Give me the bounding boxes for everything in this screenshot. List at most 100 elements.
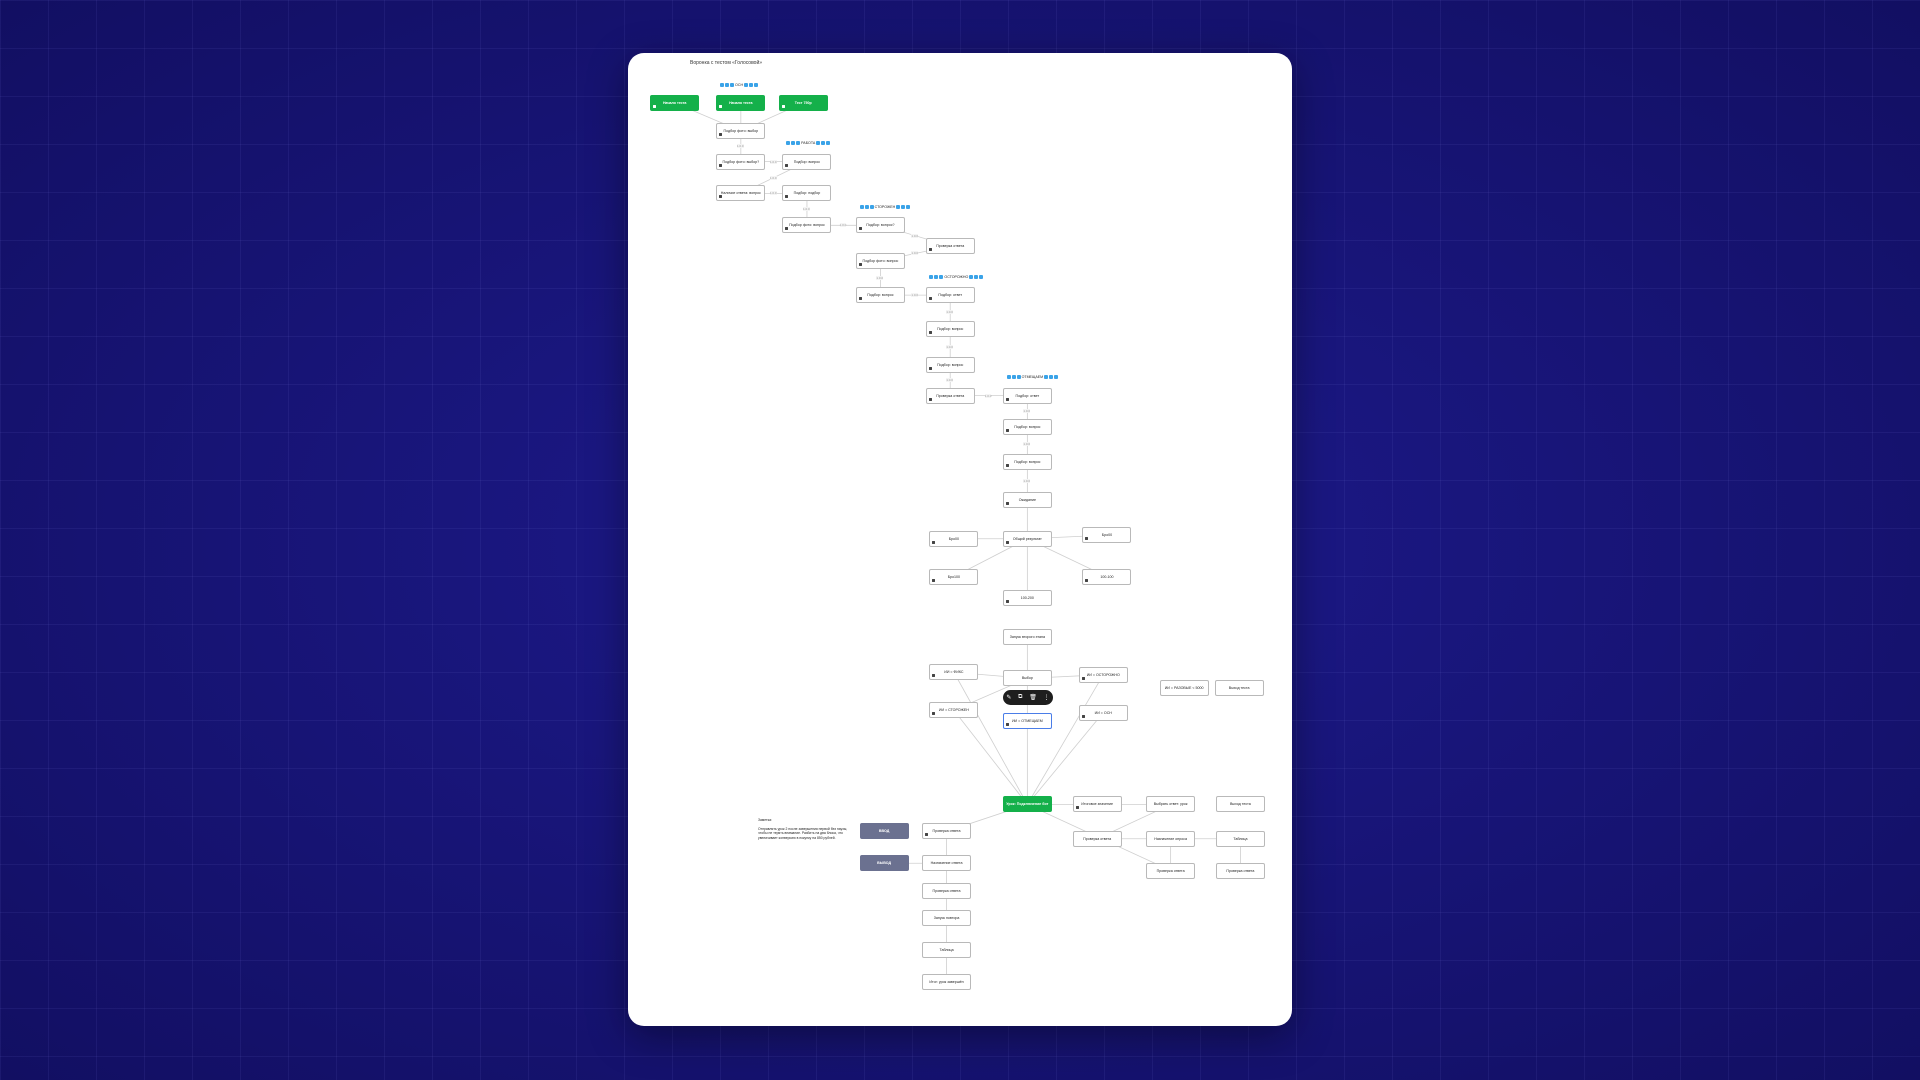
flow-node[interactable]: Подбор фото: выбор <box>716 123 766 140</box>
flow-node[interactable]: Подбор: ответ <box>925 287 975 304</box>
flow-node[interactable]: Подбор: ответ <box>1002 387 1052 404</box>
flow-node[interactable]: ИИ = ФИКС <box>929 664 979 681</box>
edit-icon[interactable]: ✎ <box>1006 695 1012 701</box>
flow-node[interactable]: ИИ = ОСТОРОЖНО <box>1078 666 1128 683</box>
flow-node[interactable]: Запуск второго этапа <box>1002 628 1052 645</box>
node-settings-icon[interactable] <box>932 674 936 678</box>
flow-node[interactable]: Наличие ответа: вопрос <box>716 185 766 202</box>
node-label: Выход теста <box>1228 686 1250 691</box>
flow-node[interactable]: Запуск повтора <box>922 910 972 927</box>
flow-node[interactable]: 100-200 <box>1002 589 1052 606</box>
flow-node[interactable]: 100-100 <box>1082 568 1132 585</box>
node-settings-icon[interactable] <box>1005 599 1009 603</box>
flow-node[interactable]: Подбор фото: выбор? <box>716 153 766 170</box>
node-settings-icon[interactable] <box>928 248 932 252</box>
node-tag[interactable]: РАБОТА <box>786 141 831 146</box>
flow-node[interactable]: Бро00 <box>1082 527 1132 544</box>
node-settings-icon[interactable] <box>785 163 789 167</box>
node-label: Урок: Подключение бот <box>1006 802 1049 807</box>
flow-node[interactable]: Таблица <box>922 942 972 959</box>
flow-node[interactable]: Итоговое значение <box>1072 796 1122 813</box>
flow-node[interactable]: Проверка ответа <box>925 238 975 255</box>
node-tag[interactable]: ОТМЕЩАЕМ <box>1006 375 1059 380</box>
node-settings-icon[interactable] <box>858 262 862 266</box>
node-settings-icon[interactable] <box>858 227 862 231</box>
flow-node[interactable]: Проверка ответа <box>922 883 972 900</box>
flow-node[interactable]: ИИ = РАЗОВЫЕ < 5000 <box>1159 680 1209 697</box>
flow-node[interactable]: Бро100 <box>929 568 979 585</box>
flow-node[interactable]: Подбор: подбор <box>782 185 832 202</box>
flow-node[interactable]: Выход теста <box>1214 680 1264 697</box>
more-icon[interactable]: ⋮ <box>1043 695 1050 701</box>
node-settings-icon[interactable] <box>858 297 862 301</box>
edge-label: 1.0.0 <box>802 207 810 212</box>
node-settings-icon[interactable] <box>719 195 723 199</box>
flow-node[interactable]: Подбор: вопрос <box>1002 419 1052 436</box>
flow-node[interactable]: ИИ = ОСН <box>1078 704 1128 721</box>
flow-node[interactable]: Подбор фото: вопрос <box>855 252 905 269</box>
flow-node[interactable]: Назначение ответа <box>922 855 972 872</box>
flow-node[interactable]: Проверка ответа <box>1146 862 1196 879</box>
flow-node[interactable]: Подбор: вопрос <box>925 321 975 338</box>
node-settings-icon[interactable] <box>1081 676 1085 680</box>
node-settings-icon[interactable] <box>781 104 785 108</box>
flow-node[interactable]: Ожидание <box>1002 491 1052 508</box>
node-tag[interactable]: ОСН <box>720 82 759 87</box>
flow-node[interactable]: Итог: урок завершён <box>922 974 972 991</box>
node-settings-icon[interactable] <box>925 833 929 837</box>
flow-node[interactable]: Таблица <box>1215 830 1265 847</box>
flow-node[interactable]: Начало теста <box>716 94 766 111</box>
node-settings-icon[interactable] <box>1085 578 1089 582</box>
node-settings-icon[interactable] <box>932 712 936 716</box>
node-settings-icon[interactable] <box>1005 723 1009 727</box>
node-tag[interactable]: ОСТОРОЖНО <box>929 274 984 279</box>
flow-node[interactable]: Проверка ответа <box>1072 830 1122 847</box>
node-settings-icon[interactable] <box>719 163 723 167</box>
flow-node[interactable]: Назначение опроса <box>1146 830 1196 847</box>
edge-label: 1.0.0 <box>1023 442 1031 447</box>
flow-node[interactable]: Проверка ответа <box>922 823 972 840</box>
node-settings-icon[interactable] <box>1081 714 1085 718</box>
node-settings-icon[interactable] <box>1005 501 1009 505</box>
flow-node[interactable]: Подбор: вопрос <box>782 153 832 170</box>
flow-node[interactable]: Подбор: вопрос <box>1002 453 1052 470</box>
node-settings-icon[interactable] <box>1005 429 1009 433</box>
flow-node[interactable]: ВЫВОД <box>859 855 909 872</box>
copy-icon[interactable]: ⧉ <box>1018 694 1023 700</box>
node-settings-icon[interactable] <box>719 133 723 137</box>
node-settings-icon[interactable] <box>1005 463 1009 467</box>
flow-node[interactable]: Подбор: вопрос <box>855 287 905 304</box>
node-settings-icon[interactable] <box>653 104 657 108</box>
node-settings-icon[interactable] <box>928 297 932 301</box>
flow-node[interactable]: Бро00 <box>929 530 979 547</box>
node-settings-icon[interactable] <box>1005 397 1009 401</box>
node-settings-icon[interactable] <box>928 366 932 370</box>
flow-node[interactable]: Выход теста <box>1215 796 1265 813</box>
node-tag[interactable]: СТОРОЖЕН <box>859 205 911 210</box>
flow-node[interactable]: Проверка ответа <box>1215 862 1265 879</box>
node-settings-icon[interactable] <box>932 540 936 544</box>
node-settings-icon[interactable] <box>1085 537 1089 541</box>
flow-node[interactable]: Общий результат <box>1002 530 1052 547</box>
flow-node[interactable]: ИИ = СТОРОЖЕН <box>929 702 979 719</box>
node-settings-icon[interactable] <box>785 227 789 231</box>
flow-node[interactable]: ВВОД <box>859 823 909 840</box>
flow-node[interactable]: Выбор <box>1002 670 1052 687</box>
flow-node[interactable]: Подбор: вопрос? <box>855 217 905 234</box>
node-settings-icon[interactable] <box>928 331 932 335</box>
flow-node[interactable]: Подбор фото: вопрос <box>782 217 832 234</box>
flow-node[interactable]: ИИ = ОТМЕЩАЕМ <box>1002 713 1052 730</box>
flow-node[interactable]: Начало теста <box>650 94 700 111</box>
node-settings-icon[interactable] <box>785 195 789 199</box>
flow-node[interactable]: Выбрать ответ: урок <box>1146 796 1196 813</box>
node-settings-icon[interactable] <box>1005 540 1009 544</box>
node-settings-icon[interactable] <box>1075 806 1079 810</box>
flow-node[interactable]: Тест 750р <box>778 94 828 111</box>
node-settings-icon[interactable] <box>932 578 936 582</box>
flow-node[interactable]: Урок: Подключение бот <box>1002 796 1052 813</box>
flow-node[interactable]: Подбор: вопрос <box>925 356 975 373</box>
node-settings-icon[interactable] <box>928 397 932 401</box>
delete-icon[interactable]: 🗑 <box>1029 695 1037 701</box>
flow-node[interactable]: Проверка ответа <box>925 387 975 404</box>
node-settings-icon[interactable] <box>719 104 723 108</box>
